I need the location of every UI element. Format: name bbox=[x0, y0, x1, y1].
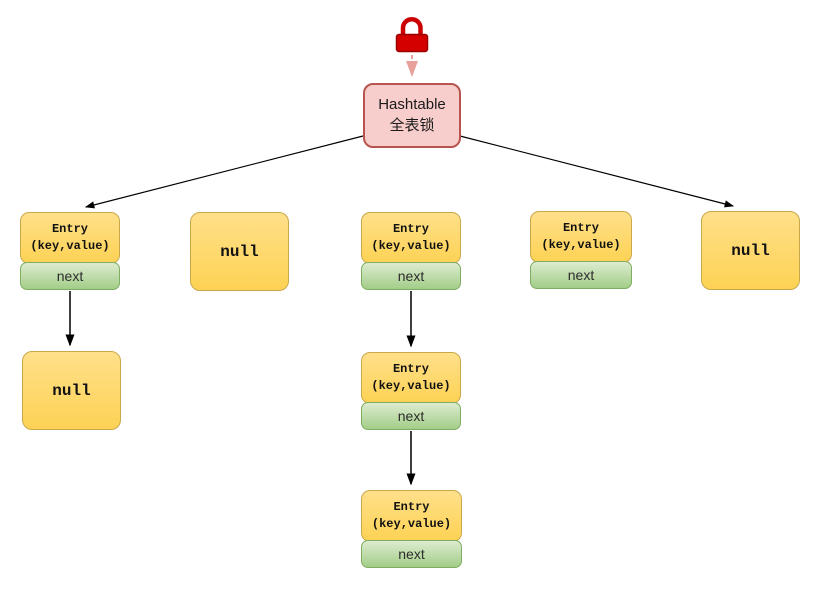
root-title: Hashtable bbox=[378, 96, 446, 114]
chain-entry1-next-field: next bbox=[361, 402, 461, 430]
entry-title: Entry bbox=[392, 361, 429, 376]
bucket5-null-node: null bbox=[701, 211, 800, 290]
bucket3-entry-node: Entry (key,value) next bbox=[361, 212, 461, 290]
entry-title: Entry bbox=[51, 221, 88, 236]
bucket1-entry-node: Entry (key,value) next bbox=[20, 212, 120, 290]
bucket3-chain-entry-node-1: Entry (key,value) next bbox=[361, 352, 461, 430]
bucket1-chain-null-node: null bbox=[22, 351, 121, 430]
chain-entry2-header: Entry (key,value) bbox=[361, 490, 462, 542]
next-label: next bbox=[56, 268, 84, 284]
bucket3-chain-entry-node-2: Entry (key,value) next bbox=[361, 490, 462, 570]
chain-entry2-next-field: next bbox=[361, 540, 462, 568]
next-label: next bbox=[397, 408, 425, 424]
bucket1-entry-header: Entry (key,value) bbox=[20, 212, 120, 264]
lock-icon bbox=[395, 17, 429, 53]
null-label: null bbox=[220, 242, 259, 261]
root-to-bucket5-arrow bbox=[459, 135, 735, 208]
bucket3-next-field: next bbox=[361, 262, 461, 290]
entry-title: Entry bbox=[392, 221, 429, 236]
next-label: next bbox=[398, 546, 425, 562]
root-subtitle: 全表锁 bbox=[389, 116, 435, 134]
entry-subtitle: (key,value) bbox=[371, 379, 451, 393]
bucket4-next-field: next bbox=[530, 261, 632, 289]
entry-subtitle: (key,value) bbox=[371, 517, 452, 531]
entry-subtitle: (key,value) bbox=[541, 238, 621, 252]
bucket1-next-field: next bbox=[20, 262, 120, 290]
hashtable-root-node: Hashtable 全表锁 bbox=[363, 83, 461, 148]
bucket4-entry-node: Entry (key,value) next bbox=[530, 211, 632, 289]
entry-title: Entry bbox=[393, 499, 430, 514]
root-to-bucket1-arrow bbox=[84, 135, 364, 209]
null-label: null bbox=[731, 241, 770, 260]
null-label: null bbox=[52, 381, 91, 400]
bucket2-null-node: null bbox=[190, 212, 289, 291]
entry-subtitle: (key,value) bbox=[30, 239, 110, 253]
next-label: next bbox=[397, 268, 425, 284]
next-label: next bbox=[567, 267, 595, 283]
chain-entry1-header: Entry (key,value) bbox=[361, 352, 461, 404]
bucket4-entry-header: Entry (key,value) bbox=[530, 211, 632, 263]
entry-title: Entry bbox=[562, 220, 599, 235]
bucket3-entry-header: Entry (key,value) bbox=[361, 212, 461, 264]
entry-subtitle: (key,value) bbox=[371, 239, 451, 253]
